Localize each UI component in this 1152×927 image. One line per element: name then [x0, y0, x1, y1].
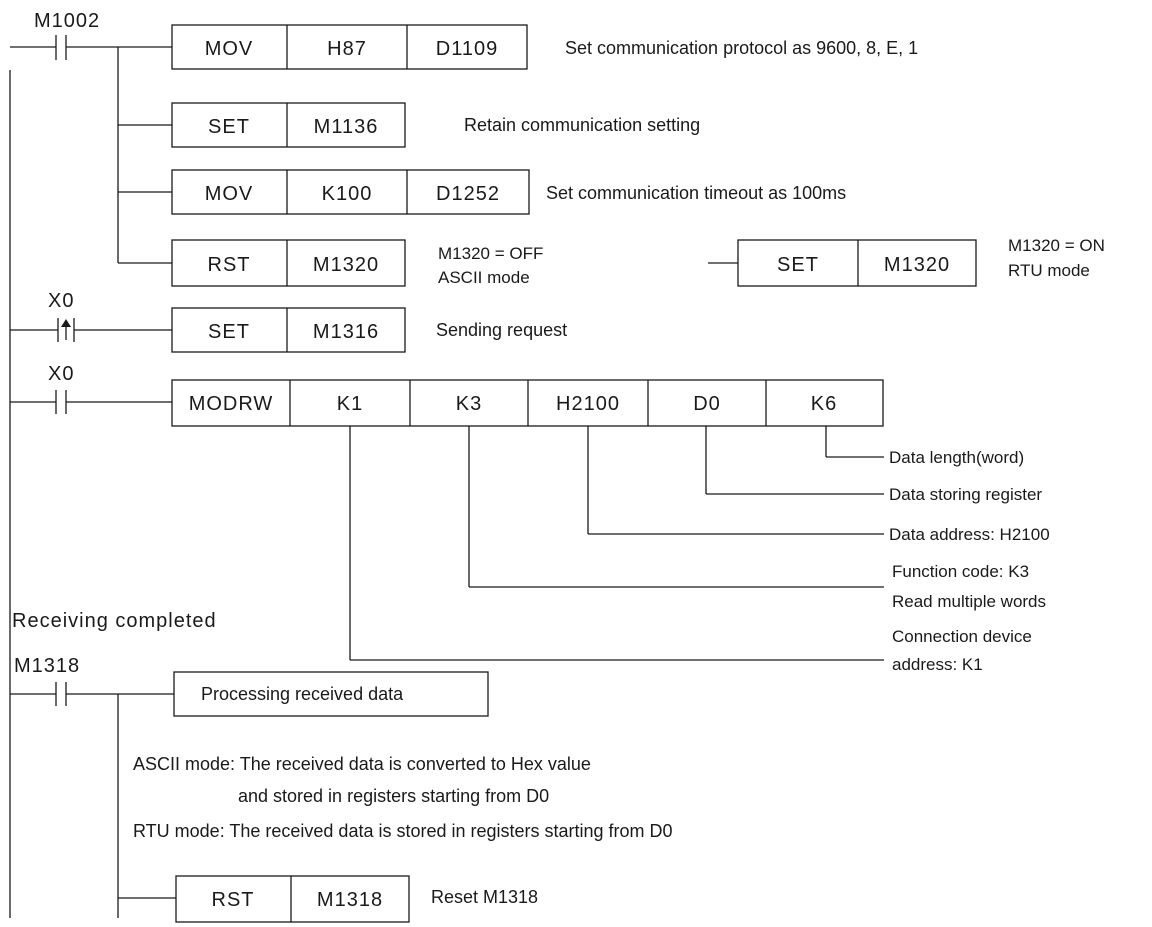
rung4-contact-label: M1318: [14, 655, 80, 677]
rung1-contact-label: M1002: [34, 10, 100, 32]
rst1-comment-line1: M1320 = OFF: [438, 244, 543, 263]
set-m1316-op: SET: [208, 321, 250, 343]
ascii-mode-line1: ASCII mode: The received data is convert…: [133, 754, 591, 774]
rung-2: X0 SET M1316 Sending request: [10, 290, 567, 353]
mov2-src: K100: [322, 183, 373, 205]
rst1-dev: M1320: [313, 254, 379, 276]
rung-3: X0 MODRW K1 K3 H2100 D0 K6 Dat: [10, 363, 1050, 674]
annotation-data-length: Data length(word): [889, 448, 1024, 467]
instruction-set-m1316[interactable]: SET M1316: [171, 307, 406, 353]
annotation-data-address: Data address: H2100: [889, 525, 1050, 544]
rung-1: M1002 MOV H87 D1109 Set communication pr…: [10, 10, 1105, 287]
set1-dev: M1136: [314, 116, 379, 138]
instruction-rst-m1318[interactable]: RST M1318: [175, 875, 410, 923]
instruction-rst-m1320[interactable]: RST M1320: [171, 239, 406, 287]
modrw-op: MODRW: [189, 393, 274, 415]
annotation-connection-address: address: K1: [892, 655, 983, 674]
mov1-comment: Set communication protocol as 9600, 8, E…: [565, 38, 918, 58]
rst-m1318-op: RST: [212, 889, 255, 911]
ascii-mode-line2: and stored in registers starting from D0: [238, 786, 549, 806]
modrw-k1: K1: [337, 393, 363, 415]
annotation-function-code: Function code: K3: [892, 562, 1029, 581]
alt-comment-line1: M1320 = ON: [1008, 236, 1105, 255]
set1-op: SET: [208, 116, 250, 138]
annotation-connection-device: Connection device: [892, 627, 1032, 646]
mov1-op: MOV: [205, 38, 254, 60]
modrw-h2100: H2100: [556, 393, 620, 415]
modrw-k6: K6: [811, 393, 837, 415]
reset-m1318-comment: Reset M1318: [431, 887, 538, 907]
rising-edge-arrow-icon: [61, 319, 71, 327]
rst1-comment-line2: ASCII mode: [438, 268, 530, 287]
mov2-op: MOV: [205, 183, 254, 205]
rung2-contact-label: X0: [48, 290, 74, 312]
instruction-mov-h87-d1109[interactable]: MOV H87 D1109: [171, 24, 528, 70]
alt-dev: M1320: [884, 254, 950, 276]
modrw-d0: D0: [693, 393, 721, 415]
rtu-mode-line: RTU mode: The received data is stored in…: [133, 821, 673, 841]
instruction-mov-k100-d1252[interactable]: MOV K100 D1252: [171, 169, 530, 215]
annotation-read-multiple-words: Read multiple words: [892, 592, 1046, 611]
mov1-dst: D1109: [436, 38, 498, 60]
mov2-dst: D1252: [436, 183, 500, 205]
set1-comment: Retain communication setting: [464, 115, 700, 135]
receiving-completed-heading: Receiving completed: [12, 610, 217, 632]
alt-comment-line2: RTU mode: [1008, 261, 1090, 280]
alt-op: SET: [777, 254, 819, 276]
mov2-comment: Set communication timeout as 100ms: [546, 183, 846, 203]
annotation-data-storing-register: Data storing register: [889, 485, 1042, 504]
rst-m1318-dev: M1318: [317, 889, 383, 911]
instruction-set-m1320-alternative[interactable]: SET M1320: [737, 239, 977, 287]
instruction-modrw[interactable]: MODRW K1 K3 H2100 D0 K6: [171, 379, 884, 427]
modrw-k3: K3: [456, 393, 482, 415]
processing-label: Processing received data: [201, 684, 404, 704]
rst1-op: RST: [208, 254, 251, 276]
sending-request-comment: Sending request: [436, 320, 567, 340]
mov1-src: H87: [327, 38, 367, 60]
rung3-contact-label: X0: [48, 363, 74, 385]
set-m1316-dev: M1316: [313, 321, 379, 343]
instruction-set-m1136[interactable]: SET M1136: [171, 102, 406, 148]
rung-4: Receiving completed M1318 Processing rec…: [10, 610, 673, 923]
processing-received-data-box[interactable]: Processing received data: [173, 671, 489, 717]
